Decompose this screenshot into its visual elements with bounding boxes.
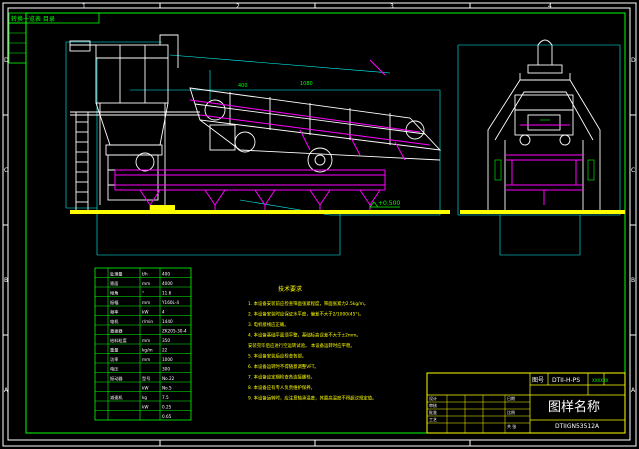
tech-cell-unit: kW [142,404,149,409]
notes-title: 技术要求 [278,285,302,293]
tech-cell-unit: kW [142,309,149,314]
tb-scale: 比例 [507,409,515,415]
tb-row-process: 工艺 [429,417,437,422]
technical-notes: 技术要求 1. 本设备安装前应检查筛面张紧程度，筛面张紧力2.5kg/m。 2. … [248,285,377,402]
tech-cell-unit: t/h [142,271,148,276]
tech-cell-value: ZK205-30-4 [162,328,187,333]
row-label-left-d: D [4,57,9,64]
tech-cell-value: 300 [162,366,170,371]
stamp-text: 转换一览表 目录 [11,15,55,23]
tech-cell-unit: mm [142,281,150,286]
tech-cell-value: 1000 [162,357,173,362]
tech-cell-value: 7.5 [162,395,169,400]
drawing-frame [25,12,626,434]
tb-sheet: 共 张 [507,423,516,429]
top-left-stamp: 转换一览表 目录 [8,12,100,64]
tech-cell-value: No.5 [162,385,172,390]
tech-cell-name: 电机 [110,318,119,325]
tech-cell-value: 350 [162,338,170,343]
tb-row-review: 审核 [429,402,437,408]
tech-cell-unit: mm [142,338,150,343]
drawing-number: DTIIGN53512A [555,423,600,430]
tech-cell-value: 22 [162,347,168,352]
tech-cell-name: 激振器 [110,327,123,334]
tech-cell-name: 振动器 [110,375,123,382]
note-line: 3. 电机接线应正确。 [248,321,289,328]
tech-cell-unit: kW [142,385,149,390]
note-line: 2. 本设备安装时应保证水平度，偏差不大于2/1000(45°)。 [248,311,364,318]
tech-cell-name: 频率 [110,308,118,315]
tech-cell-unit: mm [142,357,150,362]
note-line: 9. 本设备运转时，应注意轴承温度，其最高温度不得超过规定值。 [248,395,377,402]
note-line: 5. 本设备安装后应检查各部。 [248,353,306,360]
side-view: 400 1080 +0.500 [65,34,450,256]
tech-cell-value: 0.25 [162,404,172,409]
tech-cell-unit: ° [142,290,144,295]
note-line: 4. 本设备基础平面须平整，基础标高误差不大于±2mm。 [248,332,361,339]
note-line: 7. 本设备应定期检查各连接螺栓。 [248,374,315,381]
tech-cell-name: 倾角 [110,289,118,296]
ground-line-end [460,210,625,214]
tech-cell-value: No.22 [162,376,175,381]
row-label-left-b: B [4,277,8,284]
tb-row-approve: 批准 [429,409,437,415]
tech-cell-unit: kg/m [142,347,153,352]
tech-cell-name: 电压 [110,365,118,372]
col-label-1: 1 [82,3,86,10]
row-label-right-c: C [631,167,635,174]
tb-top-label: 图号 [532,377,544,384]
tech-cell-value: 0.65 [162,414,172,419]
tech-cell-value: 4 [162,309,165,314]
dim-text-2: 1080 [300,81,313,87]
tech-cell-name: 处理量 [110,270,123,277]
note-line: 8. 本设备应有专人负责维护保养。 [248,384,315,391]
dim-text-1: 400 [238,83,248,89]
title-block: 图号 DTII-H-PS XXXXXX 图样名称 DTIIGN53512A 设计… [426,372,626,434]
tech-cell-unit: 型号 [142,375,150,382]
row-label-left-a: A [4,387,9,394]
tb-row-design: 设计 [429,395,437,401]
tech-cell-value: 4000 [162,281,173,286]
end-view [457,39,625,256]
col-label-4: 4 [548,3,552,10]
row-label-right-b: B [631,277,635,284]
note-line: 1. 本设备安装前应检查筛面张紧程度，筛面张紧力2.5kg/m。 [248,300,368,307]
tech-cell-name: 给料粒度 [110,337,128,344]
col-label-3: 3 [390,3,394,10]
tech-cell-unit: r/min [142,319,153,324]
tech-cell-name: 减速机 [110,394,123,401]
tech-cell-name: 功率 [110,356,118,363]
elevation-label: +0.500 [378,200,400,207]
tech-cell-unit: kg [142,395,147,400]
tech-cell-value: 11.6 [162,290,172,295]
tech-cell-name: 重量 [110,346,118,353]
row-label-right-d: D [631,57,636,64]
row-label-right-a: A [631,387,636,394]
tech-cell-unit: mm [142,300,150,305]
tb-top-value: DTII-H-PS [552,377,580,384]
tech-cell-name: 筛面 [110,280,118,287]
tb-sub-label: XXXXXX [592,378,609,383]
col-label-2: 2 [236,3,240,10]
drawing-title: 图样名称 [548,399,600,415]
tech-cell-name: 振幅 [110,299,118,306]
tb-date: 日期 [507,395,515,401]
tech-cell-value: 1440 [162,319,173,324]
tech-cell-value: 400 [162,271,170,276]
tech-cell-value: Y160L-4 [161,300,179,305]
note-line: 安装完毕后应进行空运转试验。 本设备运转时应平稳。 [248,342,355,349]
ground-line-side [70,210,450,214]
row-label-left-c: C [4,167,8,174]
note-line: 6. 本设备运转时不得随意调整VFT。 [248,363,319,370]
elevation-mark: +0.500 [369,200,400,208]
